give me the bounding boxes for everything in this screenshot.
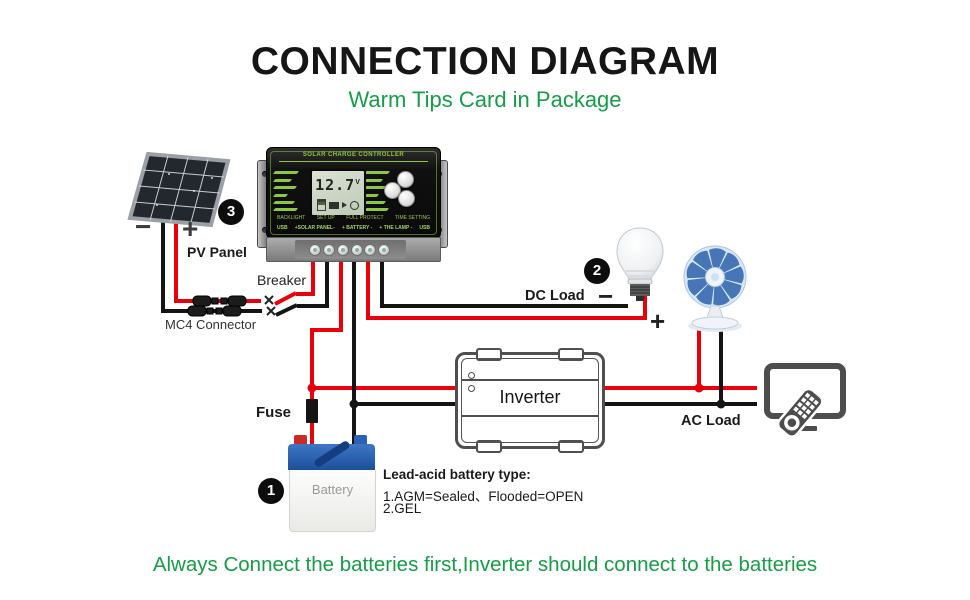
- pv-panel-graphic: [127, 151, 231, 228]
- page-subtitle: Warm Tips Card in Package: [348, 87, 622, 112]
- backlight-label: BACKLIGHT: [277, 215, 306, 221]
- breaker-contact-marks: [264, 295, 276, 316]
- controller-lcd: 12.7V: [310, 169, 366, 217]
- inverter-led-icon: [468, 385, 475, 392]
- time-setting-label: TIME SETTING: [395, 215, 430, 221]
- dc-minus-sign: −: [598, 281, 614, 311]
- battery-body: Battery: [289, 470, 376, 532]
- inverter-seam: [462, 415, 598, 417]
- mc4-connector-label: MC4 Connector: [165, 317, 257, 332]
- page-title: CONNECTION DIAGRAM: [250, 40, 720, 83]
- terminal-recess: [295, 240, 406, 259]
- battery-note-line1: 1.AGM=Sealed、Flooded=OPEN: [383, 489, 584, 504]
- solar-terminal-label: +SOLAR PANEL-: [294, 225, 335, 231]
- battery: Battery: [288, 435, 376, 532]
- terminal-screw-icon: [378, 244, 390, 256]
- controller-divider: [279, 161, 428, 162]
- fuse-body: [306, 399, 318, 423]
- dc-load-negative-wire: [380, 254, 628, 308]
- breaker-black-blade: [275, 303, 298, 317]
- breaker-label: Breaker: [257, 272, 307, 288]
- controller-solar-positive-wire: [296, 254, 315, 296]
- controller-faceplate: SOLAR CHARGE CONTROLLER 12.7V BACKLIGHT: [266, 147, 441, 239]
- flow-arrow-icon: [342, 202, 347, 208]
- footer-warning: Always Connect the batteries first,Inver…: [152, 553, 818, 576]
- setup-label: SET UP: [316, 215, 335, 221]
- inverter-mount-tab: [476, 440, 502, 453]
- usb-right-label: USB: [419, 225, 430, 231]
- terminal-screw-icon: [323, 244, 335, 256]
- inverter-mount-tab: [558, 440, 584, 453]
- decor-stripes-left: [272, 167, 300, 216]
- step-badge-1: 1: [258, 478, 284, 504]
- battery-label: Battery: [311, 482, 354, 497]
- controller-button-top: [397, 171, 414, 188]
- lcd-voltage-unit: V: [355, 179, 361, 186]
- inverter-mount-tab: [476, 348, 502, 361]
- battery-note-line2: 2.GEL: [383, 501, 422, 516]
- pv-plus-sign: +: [182, 213, 199, 244]
- inverter-label: Inverter: [499, 387, 561, 407]
- inverter: Inverter: [455, 348, 605, 453]
- full-protect-label: FULL PROTECT: [346, 215, 384, 221]
- battery-handle: [313, 439, 351, 469]
- controller-terminal-strip: [266, 237, 441, 262]
- ac-load-label: AC Load: [681, 413, 741, 429]
- load-bulb-icon: [350, 200, 359, 210]
- inverter-led-icon: [468, 372, 475, 379]
- controller-name: SOLAR CHARGE CONTROLLER: [302, 152, 405, 158]
- controller-terminal-labels: USB +SOLAR PANEL- + BATTERY - + THE LAMP…: [277, 225, 430, 231]
- battery-note-title: Lead-acid battery type:: [383, 467, 531, 482]
- panel-icon: [329, 201, 339, 209]
- lcd-status-icons: [317, 199, 360, 211]
- dc-plus-sign: +: [650, 306, 666, 336]
- screw-hole-icon: [262, 171, 268, 177]
- terminal-screw-icon: [309, 244, 321, 256]
- junction-dots: [307, 383, 726, 409]
- screw-hole-icon: [262, 227, 268, 233]
- inverter-inner-frame: [461, 358, 599, 443]
- inverter-seam: [462, 379, 598, 381]
- mc4-connector-icons: [187, 295, 247, 317]
- controller-button-bottom: [398, 190, 415, 207]
- inverter-mount-tab: [558, 348, 584, 361]
- remote-control-icon: [776, 387, 824, 439]
- breaker-red-blade: [274, 291, 297, 306]
- fuse-label: Fuse: [256, 404, 292, 421]
- led-bulb-graphic: [616, 227, 664, 301]
- pv-minus-sign: −: [135, 211, 152, 242]
- solar-charge-controller: SOLAR CHARGE CONTROLLER 12.7V BACKLIGHT: [257, 147, 448, 262]
- lamp-terminal-label: + THE LAMP -: [379, 225, 413, 231]
- terminal-screw-icon: [351, 244, 363, 256]
- pv-panel-label: PV Panel: [187, 244, 247, 260]
- dc-fan-graphic: [683, 245, 747, 332]
- controller-green-frame: [270, 151, 437, 235]
- step-badge-2: 2: [584, 258, 610, 284]
- battery-terminal-label: + BATTERY -: [341, 225, 373, 231]
- tv-graphic: [764, 363, 846, 439]
- terminal-screw-icon: [364, 244, 376, 256]
- controller-function-labels: BACKLIGHT SET UP FULL PROTECT TIME SETTI…: [277, 215, 430, 221]
- controller-button-left: [384, 182, 401, 199]
- dc-load-positive-wire: [366, 254, 647, 320]
- terminal-screw-icon: [337, 244, 349, 256]
- usb-left-label: USB: [277, 225, 288, 231]
- controller-solar-negative-wire: [297, 254, 329, 308]
- lcd-voltage: 12.7V: [315, 176, 361, 194]
- battery-top: [288, 439, 375, 470]
- dc-load-label: DC Load: [525, 288, 585, 304]
- step-badge-3: 3: [218, 199, 244, 225]
- battery-level-icon: [317, 199, 326, 211]
